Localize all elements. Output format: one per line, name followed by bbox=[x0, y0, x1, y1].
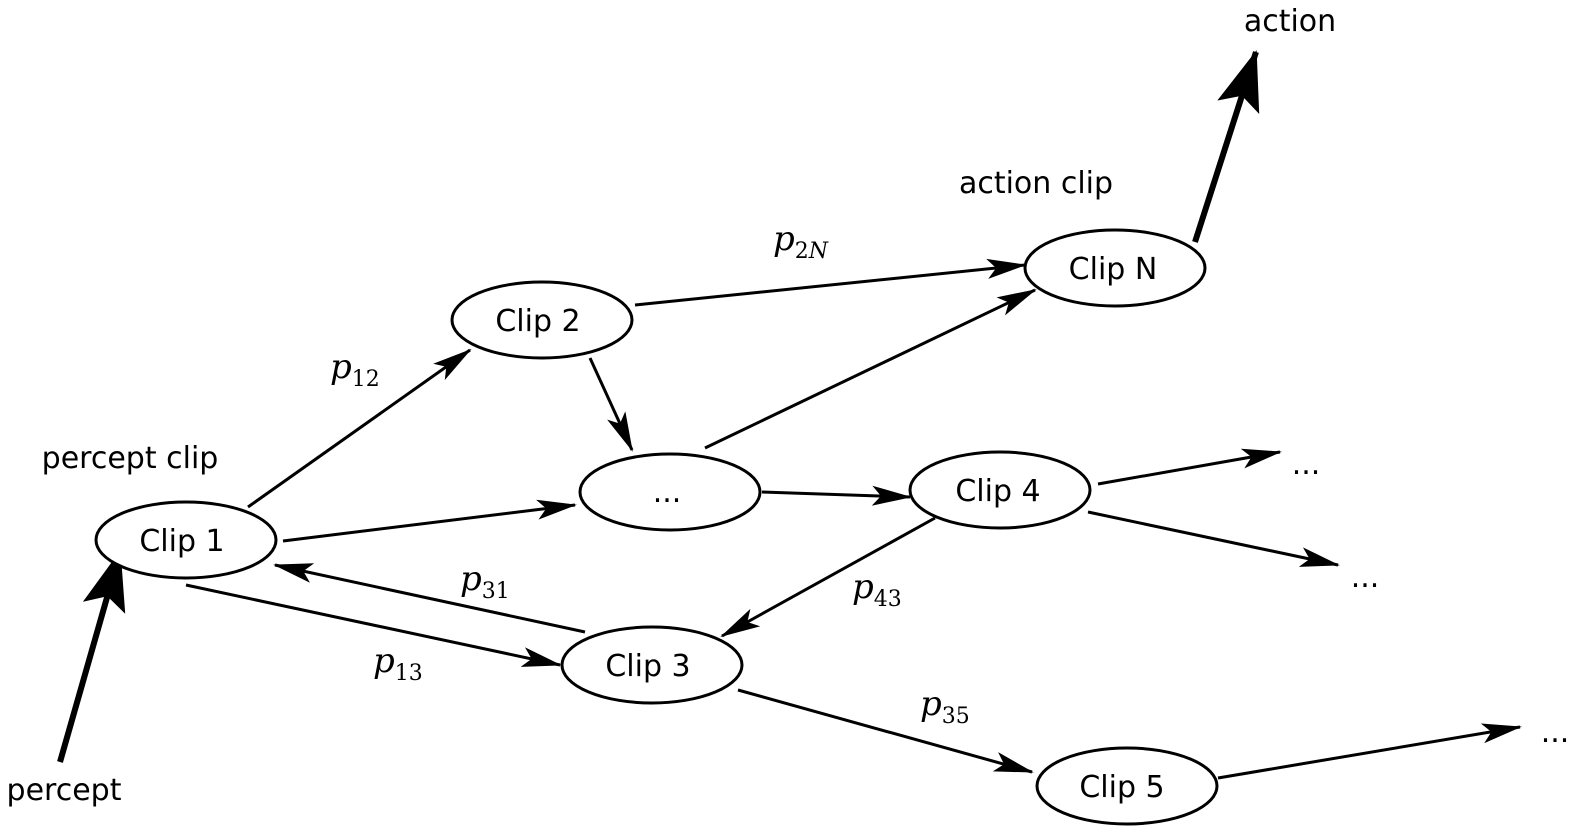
action-clip-label: action clip bbox=[959, 166, 1113, 201]
edge-clip1-clip2 bbox=[247, 348, 472, 509]
edge-clip2-dots bbox=[588, 357, 634, 452]
node-label: Clip 1 bbox=[139, 524, 224, 559]
percept-arrow bbox=[57, 550, 126, 763]
outgoing-ellipsis-2: ... bbox=[1351, 560, 1380, 595]
node-label: ... bbox=[653, 475, 682, 510]
edge-label-p43: p43 bbox=[852, 567, 902, 612]
outgoing-ellipsis-3: ... bbox=[1541, 715, 1570, 750]
node-dots: ... bbox=[578, 452, 762, 532]
edge-label-p12: p12 bbox=[330, 347, 380, 392]
node-label: Clip 4 bbox=[955, 474, 1040, 509]
node-label: Clip N bbox=[1069, 252, 1158, 287]
action-arrow bbox=[1192, 50, 1260, 243]
edge-label-p31: p31 bbox=[460, 559, 510, 604]
edge-clip4-clip3 bbox=[720, 516, 936, 638]
edge-clip4-out2 bbox=[1087, 510, 1340, 567]
edge-clip1-dots bbox=[282, 499, 577, 543]
edge-label-p13: p13 bbox=[373, 641, 423, 686]
node-label: Clip 3 bbox=[605, 649, 690, 684]
edge-label-p35: p35 bbox=[920, 684, 970, 729]
outgoing-ellipsis-1: ... bbox=[1292, 447, 1321, 482]
edge-clip3-clip5 bbox=[737, 688, 1034, 774]
node-clip5: Clip 5 bbox=[1035, 746, 1219, 826]
edges bbox=[57, 50, 1522, 780]
percept-label: percept bbox=[7, 773, 122, 808]
edge-label-p2N: p2N bbox=[773, 219, 829, 264]
node-clip1: Clip 1 bbox=[94, 500, 278, 580]
node-clip3: Clip 3 bbox=[560, 625, 744, 705]
action-label: action bbox=[1244, 4, 1336, 39]
edge-clip4-out1 bbox=[1097, 448, 1282, 486]
node-clipN: Clip N bbox=[1023, 228, 1207, 308]
node-clip4: Clip 4 bbox=[908, 450, 1092, 530]
percept-clip-label: percept clip bbox=[42, 441, 219, 476]
edge-clip1-clip3 bbox=[185, 583, 562, 667]
edge-dots-clip4 bbox=[761, 485, 912, 506]
node-label: Clip 5 bbox=[1079, 770, 1164, 805]
node-label: Clip 2 bbox=[495, 304, 580, 339]
edge-dots-clipN bbox=[704, 288, 1037, 450]
edge-clip2-clipN bbox=[634, 258, 1027, 307]
edge-clip5-out3 bbox=[1217, 723, 1522, 780]
node-clip2: Clip 2 bbox=[450, 280, 634, 360]
edge-clip3-clip1 bbox=[273, 563, 586, 634]
